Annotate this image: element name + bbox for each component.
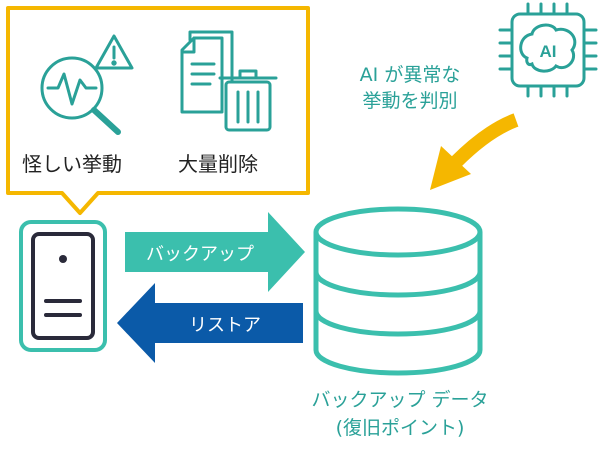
backup-label: バックアップ <box>146 244 254 265</box>
ai-detection-arrow <box>430 113 519 190</box>
ai-caption-line2: 挙動を判別 <box>362 90 458 112</box>
ai-chip-text: AI <box>540 42 557 61</box>
backup-data-caption-line2: (復旧ポイント) <box>335 417 465 439</box>
backup-data-caption: バックアップ データ (復旧ポイント) <box>300 386 500 442</box>
mass-delete-label: 大量削除 <box>178 152 258 176</box>
restore-label: リストア <box>189 315 261 336</box>
suspicious-activity-icon <box>40 34 134 135</box>
suspicious-activity-label: 怪しい挙動 <box>22 152 122 176</box>
server-icon <box>19 220 107 352</box>
backup-arrow <box>125 212 305 292</box>
ai-caption-line1: AI が異常な <box>359 64 461 86</box>
ai-caption: AI が異常な 挙動を判別 <box>340 62 480 114</box>
backup-data-caption-line1: バックアップ データ <box>311 389 489 411</box>
ai-chip-icon: AI <box>498 2 598 98</box>
backup-database-icon <box>313 206 483 376</box>
restore-arrow <box>117 283 303 363</box>
mass-delete-icon <box>180 30 278 132</box>
